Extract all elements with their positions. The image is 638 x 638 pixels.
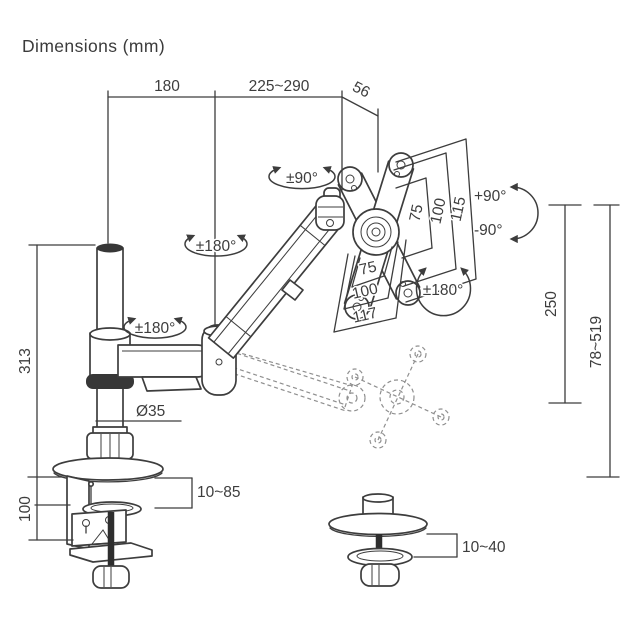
dim-plate-height: 115 [448, 195, 470, 223]
dim-vesa-v-inner: 75 [406, 203, 426, 223]
dim-pole-diameter: Ø35 [136, 403, 165, 420]
dim-lift-range: 250 [543, 291, 560, 317]
grommet-mount [328, 493, 428, 587]
dim-desk-thickness-grommet: 10~40 [462, 539, 506, 556]
cable-clip [281, 279, 304, 301]
dim-desk-thickness-clamp: 10~85 [197, 484, 241, 501]
pole-top-cap [96, 243, 124, 253]
arm-swivel-arrow [184, 234, 248, 257]
page-title: Dimensions (mm) [22, 36, 165, 56]
rotation-tilt-up: +90° [474, 188, 507, 205]
clamp-bracket [71, 509, 127, 547]
ghost-arm-position [207, 342, 450, 449]
rotation-symbols [123, 166, 539, 339]
head-swivel-arrow [268, 166, 336, 190]
vesa-hub [352, 208, 400, 256]
rotation-head-swivel: ±90° [286, 170, 318, 187]
tilt-arrow [509, 182, 539, 244]
desk-clamp [66, 475, 153, 589]
dim-arm-upper: 225~290 [249, 78, 310, 95]
dim-clamp-height: 100 [17, 496, 34, 522]
dim-head-depth: 56 [349, 79, 372, 102]
rotation-plate: ±180° [423, 282, 464, 299]
vesa-plate [337, 152, 421, 320]
ghost-vesa-hub [379, 379, 415, 415]
dimension-lines [27, 90, 620, 558]
grommet-disc [328, 512, 428, 536]
dim-pole-height: 313 [17, 348, 34, 374]
pole-swivel-arrow [123, 316, 187, 339]
rotation-pole-swivel: ±180° [135, 320, 176, 337]
ghost-head-joint [338, 384, 366, 412]
plate-rotation-arrow [415, 267, 472, 317]
rotation-arm-swivel: ±180° [196, 238, 237, 255]
dim-vesa-h-inner: 75 [358, 258, 379, 278]
lower-arm [117, 344, 209, 378]
dim-arm-lower: 180 [154, 78, 180, 95]
head-joint [315, 195, 345, 231]
lower-arm-bracket [141, 376, 202, 392]
rotation-tilt-down: -90° [474, 222, 503, 239]
dim-height-range: 78~519 [588, 316, 605, 368]
grommet-knob [360, 563, 400, 587]
dim-vesa-v-mid: 100 [428, 196, 450, 225]
labels: Dimensions (mm) 180 225~290 56 313 100 Ø… [16, 36, 607, 558]
desk-base-disc [52, 457, 164, 481]
monitor-arm-drawing [52, 152, 428, 589]
